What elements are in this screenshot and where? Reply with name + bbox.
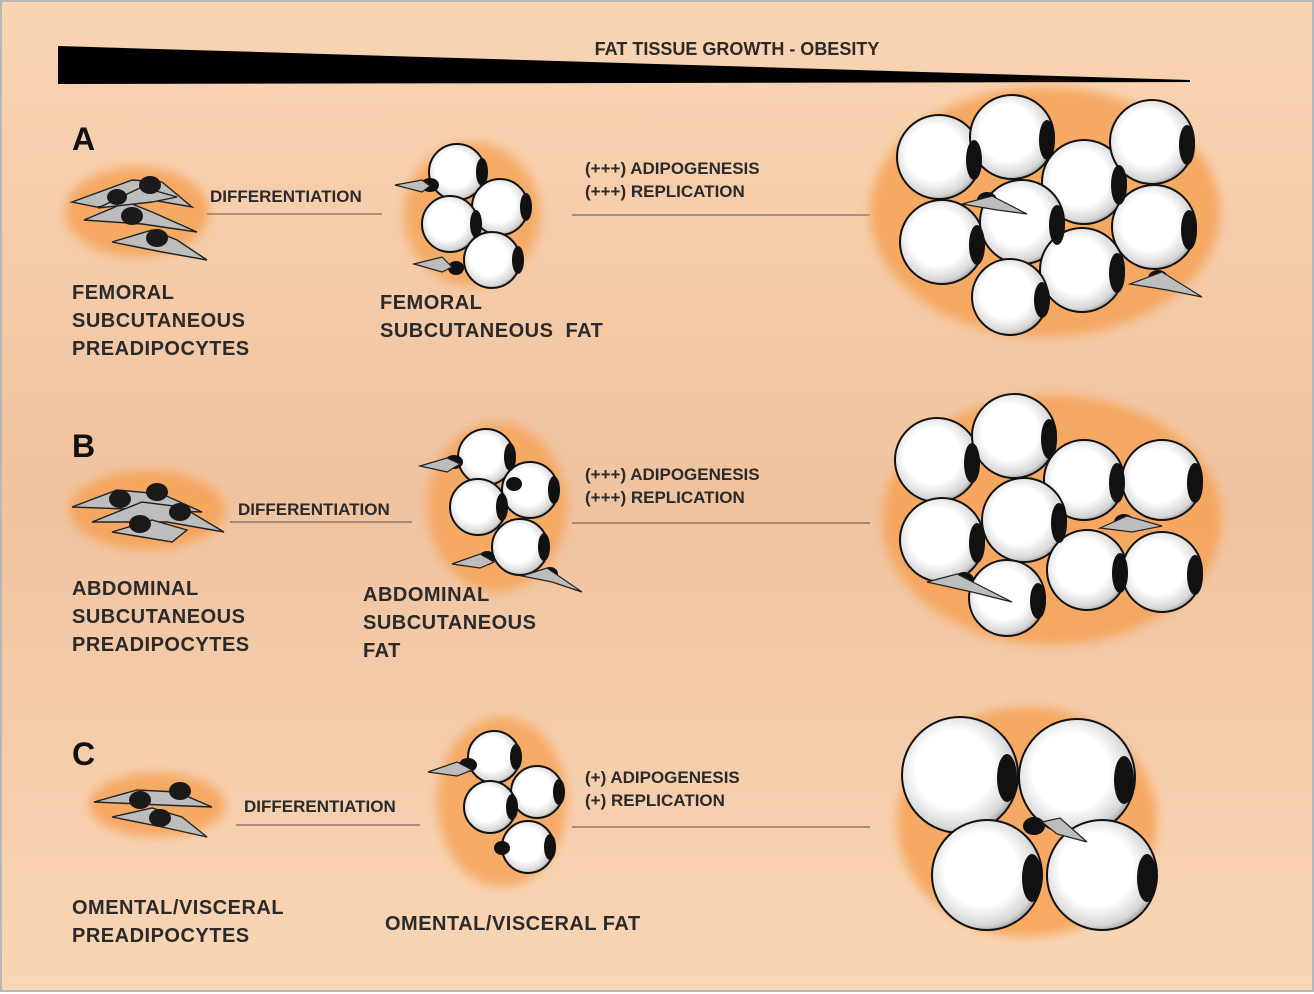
fat-cluster-a — [395, 142, 540, 288]
row-b: B DIFFERENTIATION — [69, 394, 1222, 662]
preadipocyte-label-b-3: PREADIPOCYTES — [72, 634, 250, 656]
fat-label-b-3: FAT — [363, 640, 401, 662]
differentiation-label-c: DIFFERENTIATION — [244, 797, 396, 816]
panel-label-b: B — [72, 428, 95, 464]
adipogenesis-label-c: (+) ADIPOGENESIS — [585, 768, 740, 787]
obese-tissue-a — [870, 87, 1220, 337]
fat-label-b-1: ABDOMINAL — [363, 584, 490, 606]
fat-cluster-c — [428, 717, 567, 887]
replication-label-a: (+++) REPLICATION — [585, 182, 745, 201]
replication-label-b: (+++) REPLICATION — [585, 488, 745, 507]
adipogenesis-label-a: (+++) ADIPOGENESIS — [585, 159, 760, 178]
preadipocyte-label-a-2: SUBCUTANEOUS — [72, 310, 245, 332]
differentiation-label-a: DIFFERENTIATION — [210, 187, 362, 206]
fat-cluster-b — [420, 422, 582, 592]
replication-label-c: (+) REPLICATION — [585, 791, 725, 810]
preadipocyte-cluster-b — [69, 470, 225, 550]
panel-label-c: C — [72, 736, 95, 772]
adipogenesis-label-b: (+++) ADIPOGENESIS — [585, 465, 760, 484]
row-a: A DIFFERENTIATION — [65, 87, 1220, 360]
preadipocyte-cluster-c — [89, 773, 225, 837]
preadipocyte-label-c-2: PREADIPOCYTES — [72, 925, 250, 947]
fat-label-c-1: OMENTAL/VISCERAL FAT — [385, 913, 641, 935]
diagram-title: FAT TISSUE GROWTH - OBESITY — [595, 39, 880, 59]
fat-label-a-2: SUBCUTANEOUS FAT — [380, 320, 603, 342]
obese-tissue-c — [897, 707, 1157, 937]
preadipocyte-label-c-1: OMENTAL/VISCERAL — [72, 897, 284, 919]
preadipocyte-cluster-a — [65, 167, 209, 260]
preadipocyte-label-a-3: PREADIPOCYTES — [72, 338, 250, 360]
fat-label-a-1: FEMORAL — [380, 292, 482, 314]
panel-label-a: A — [72, 121, 95, 157]
obese-tissue-b — [882, 394, 1222, 645]
fat-label-b-2: SUBCUTANEOUS — [363, 612, 536, 634]
row-c: C DIFFERENTIATION — [72, 707, 1157, 947]
preadipocyte-label-b-1: ABDOMINAL — [72, 578, 199, 600]
differentiation-label-b: DIFFERENTIATION — [238, 500, 390, 519]
preadipocyte-label-b-2: SUBCUTANEOUS — [72, 606, 245, 628]
preadipocyte-label-a-1: FEMORAL — [72, 282, 174, 304]
